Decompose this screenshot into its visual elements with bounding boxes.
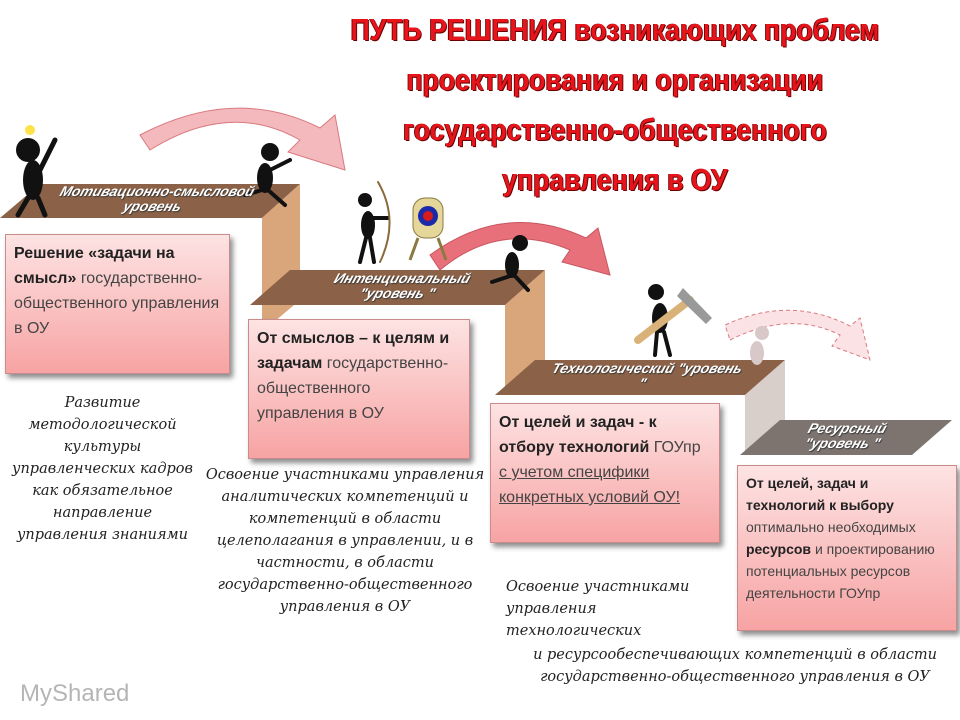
curved-arrow-2 (429, 222, 611, 276)
curved-arrow-1 (139, 107, 346, 171)
archer-figure-icon (358, 181, 391, 264)
target-icon (408, 197, 448, 261)
ghost-figure-icon (750, 326, 769, 365)
note-analytical-competences: Освоение участниками управления аналитич… (205, 467, 485, 615)
title-line-1: ПУТЬ РЕШЕНИЯ возникающих проблем (350, 12, 880, 47)
box-1-text: государственно-общественного управления … (14, 270, 220, 337)
step-1-top (0, 184, 300, 218)
watermark-logo: MyShared (20, 680, 130, 707)
box-4-text-1: оптимально необходимых (746, 519, 916, 535)
step-2-top (250, 270, 545, 305)
title-line-2: проектирования и организации (406, 62, 824, 97)
running-figure-icon (243, 143, 292, 207)
box-4-text-2: и проектированию потенциальных ресурсов … (746, 541, 935, 601)
thinking-figure-icon (15, 125, 58, 218)
box-4-heading: От целей, задач и технологий к выбору (746, 475, 894, 513)
title-line-3: государственно-общественного (403, 112, 827, 147)
step-label-intentional: Интенциональный "уровень " (332, 270, 473, 301)
note-technological-competences: Освоение участниками управления технолог… (506, 579, 690, 639)
box-3-underlined: с учетом специфики конкретных условий ОУ… (499, 464, 681, 506)
hammer-figure-icon (634, 284, 712, 357)
step-3-riser (745, 360, 785, 455)
box-3-heading: От целей и задач - к отбору технологий (499, 414, 657, 456)
running-figure-2-icon (490, 235, 530, 292)
box-meaning-task: Решение «задачи на смысл» государственно… (5, 234, 230, 374)
box-meanings-to-goals: От смыслов – к целям и задачам государст… (248, 319, 470, 459)
box-3-text: ГОУпр (653, 439, 701, 456)
box-2-text: государственно-общественного управления … (257, 355, 449, 422)
title-line-4: управления в ОУ (502, 162, 728, 197)
step-label-motivational: Мотивационно-смысловой уровень (58, 183, 257, 214)
note-methodological-culture: Развитие методологической культуры управ… (12, 395, 193, 543)
step-4-top (740, 420, 952, 455)
box-2-heading: От смыслов – к целям и задачам (257, 330, 450, 372)
note-resource-competences: и ресурсообеспечивающих компетенций в об… (533, 647, 937, 685)
box-goals-to-resources: От целей, задач и технологий к выбору оп… (737, 465, 957, 631)
box-1-heading: Решение «задачи на смысл» (14, 245, 175, 287)
step-label-resource: Ресурсный "уровень " (802, 420, 890, 451)
curved-arrow-3-dashed (724, 309, 871, 361)
box-goals-to-technologies: От целей и задач - к отбору технологий Г… (490, 403, 720, 543)
step-label-technological: Технологический "уровень " (550, 360, 745, 391)
box-4-bold-resources: ресурсов (746, 541, 812, 557)
step-3-top (495, 360, 785, 395)
